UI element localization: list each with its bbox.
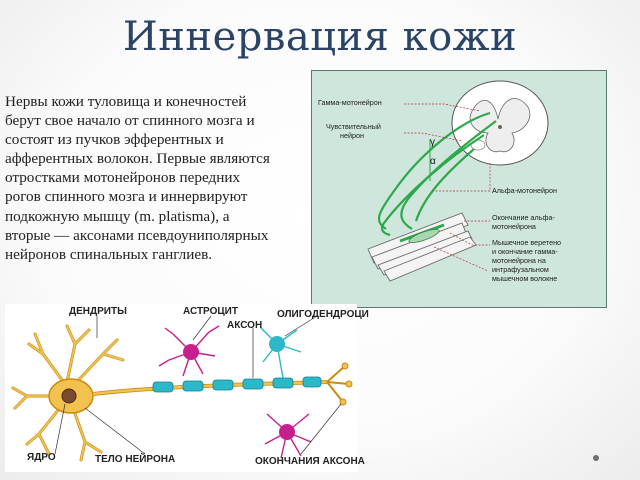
nerve-fibres bbox=[377, 111, 497, 237]
label-sensory-neuron-1: Чувствительный bbox=[326, 122, 381, 131]
slide-title: Иннервация кожи bbox=[122, 14, 518, 60]
label-gamma-motoneuron: Гамма-мотонейрон bbox=[318, 98, 382, 107]
pointer-lines bbox=[404, 103, 491, 272]
label-spindle-2: и окончание гамма- bbox=[492, 247, 558, 256]
label-astrocyte: АСТРОЦИТ bbox=[183, 306, 238, 317]
central-canal bbox=[498, 125, 502, 129]
spinal-cord-drawing bbox=[367, 80, 549, 282]
astrocyte-body-2 bbox=[279, 424, 295, 440]
label-alpha: α bbox=[430, 156, 436, 167]
neuron-figure: ДЕНДРИТЫ АСТРОЦИТ ОЛИГОДЕНДРОЦИ АКСОН ЯД… bbox=[5, 304, 369, 472]
body-line: отростками мотонейронов передних bbox=[5, 169, 241, 187]
label-alpha-ending-2: мотонейрона bbox=[492, 222, 536, 231]
label-spindle-1: Мышечное веретено bbox=[492, 238, 562, 247]
label-sensory-neuron-2: нейрон bbox=[340, 131, 364, 140]
neuron-drawing bbox=[11, 315, 353, 462]
body-text: Нервы кожи туловища и конечностей берут … bbox=[5, 92, 323, 264]
label-alpha-ending-1: Окончание альфа- bbox=[492, 213, 555, 222]
label-cell-body: ТЕЛО НЕЙРОНА bbox=[95, 454, 176, 465]
label-dendrites: ДЕНДРИТЫ bbox=[69, 306, 127, 317]
label-spindle-3: мотонейрона на bbox=[492, 256, 546, 265]
slide-bullet-dot bbox=[593, 455, 599, 461]
label-pointers bbox=[54, 315, 342, 455]
label-spindle-4: интрафузальном bbox=[492, 265, 549, 274]
body-line: состоят из пучков эфферентных и bbox=[5, 131, 224, 149]
body-line: Нервы кожи туловища и конечностей bbox=[5, 93, 247, 110]
body-line: вторые — аксонами псевдоуниполярных bbox=[5, 226, 269, 244]
label-axon-endings: ОКОНЧАНИЯ АКСОНА bbox=[255, 456, 365, 467]
oligodendrocyte bbox=[260, 327, 302, 379]
label-axon: АКСОН bbox=[227, 320, 263, 331]
body-line: рогов спинного мозга и иннервируют bbox=[5, 188, 248, 206]
muscle-spindle bbox=[408, 228, 440, 244]
body-line: подкожную мышцу (m. platisma), а bbox=[5, 207, 230, 225]
axon-terminals bbox=[326, 365, 350, 403]
label-nucleus: ЯДРО bbox=[27, 452, 56, 463]
body-line: афферентных волокон. Первые являются bbox=[5, 150, 270, 168]
oligodendrocyte-body bbox=[269, 336, 285, 352]
label-alpha-motoneuron: Альфа-мотонейрон bbox=[492, 186, 557, 195]
astrocyte-body bbox=[183, 344, 199, 360]
body-line: нейронов спинальных ганглиев. bbox=[5, 245, 213, 263]
label-spindle-5: мышечном волокне bbox=[492, 274, 558, 283]
body-line: берут свое начало от спинного мозга и bbox=[5, 112, 255, 130]
label-gamma: γ bbox=[430, 137, 435, 148]
label-oligodendrocyte: ОЛИГОДЕНДРОЦИ bbox=[277, 309, 369, 320]
spinal-cord-figure: Гамма-мотонейрон Чувствительный нейрон γ… bbox=[311, 70, 607, 308]
nucleus bbox=[61, 388, 77, 404]
